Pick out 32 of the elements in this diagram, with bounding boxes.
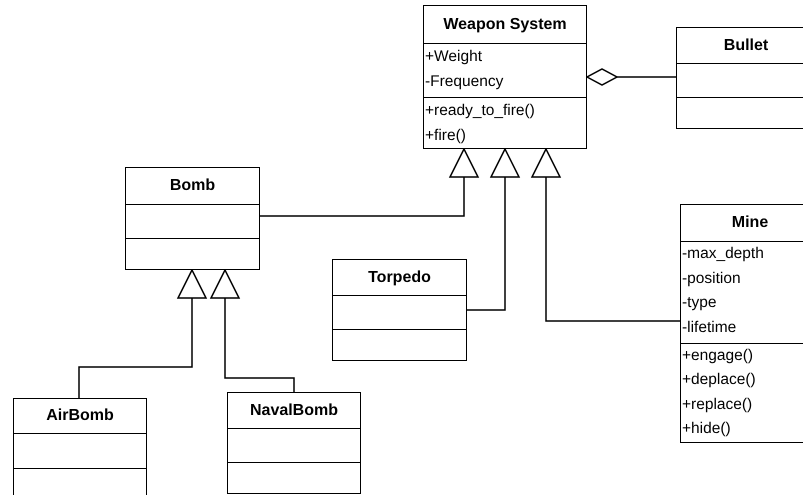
class-box — [13, 398, 147, 495]
class-box — [680, 204, 803, 443]
attribute-text: -lifetime — [681, 318, 736, 338]
class-name: Bomb — [170, 177, 216, 195]
attribute-text: -position — [681, 268, 741, 288]
attribute-text: -Frequency — [424, 72, 504, 92]
class-name: AirBomb — [46, 407, 114, 425]
method-text: +replace() — [681, 394, 752, 414]
class-box — [332, 259, 467, 361]
class-name: Bullet — [724, 36, 768, 54]
class-box — [125, 167, 260, 270]
attribute-text: -max_depth — [681, 244, 764, 264]
method-text: +fire() — [424, 126, 466, 146]
class-name: Mine — [732, 214, 768, 232]
attribute-text: +Weight — [424, 47, 482, 67]
inheritance-arrow — [210, 269, 295, 392]
attribute-text: -type — [681, 293, 716, 313]
class-box — [227, 392, 361, 494]
inheritance-arrow — [467, 148, 520, 311]
inheritance-arrow — [531, 148, 680, 322]
method-text: +ready_to_fire() — [424, 100, 535, 120]
class-box — [423, 5, 587, 149]
method-text: +deplace() — [681, 370, 756, 390]
class-box — [676, 27, 803, 129]
class-name: NavalBomb — [250, 402, 338, 420]
inheritance-arrow — [78, 269, 207, 398]
method-text: +engage() — [681, 346, 754, 366]
method-text: +hide() — [681, 419, 731, 439]
aggregation-line — [586, 68, 676, 86]
class-name: Weapon System — [443, 16, 567, 34]
class-name: Torpedo — [368, 268, 431, 286]
inheritance-arrow — [260, 148, 479, 217]
